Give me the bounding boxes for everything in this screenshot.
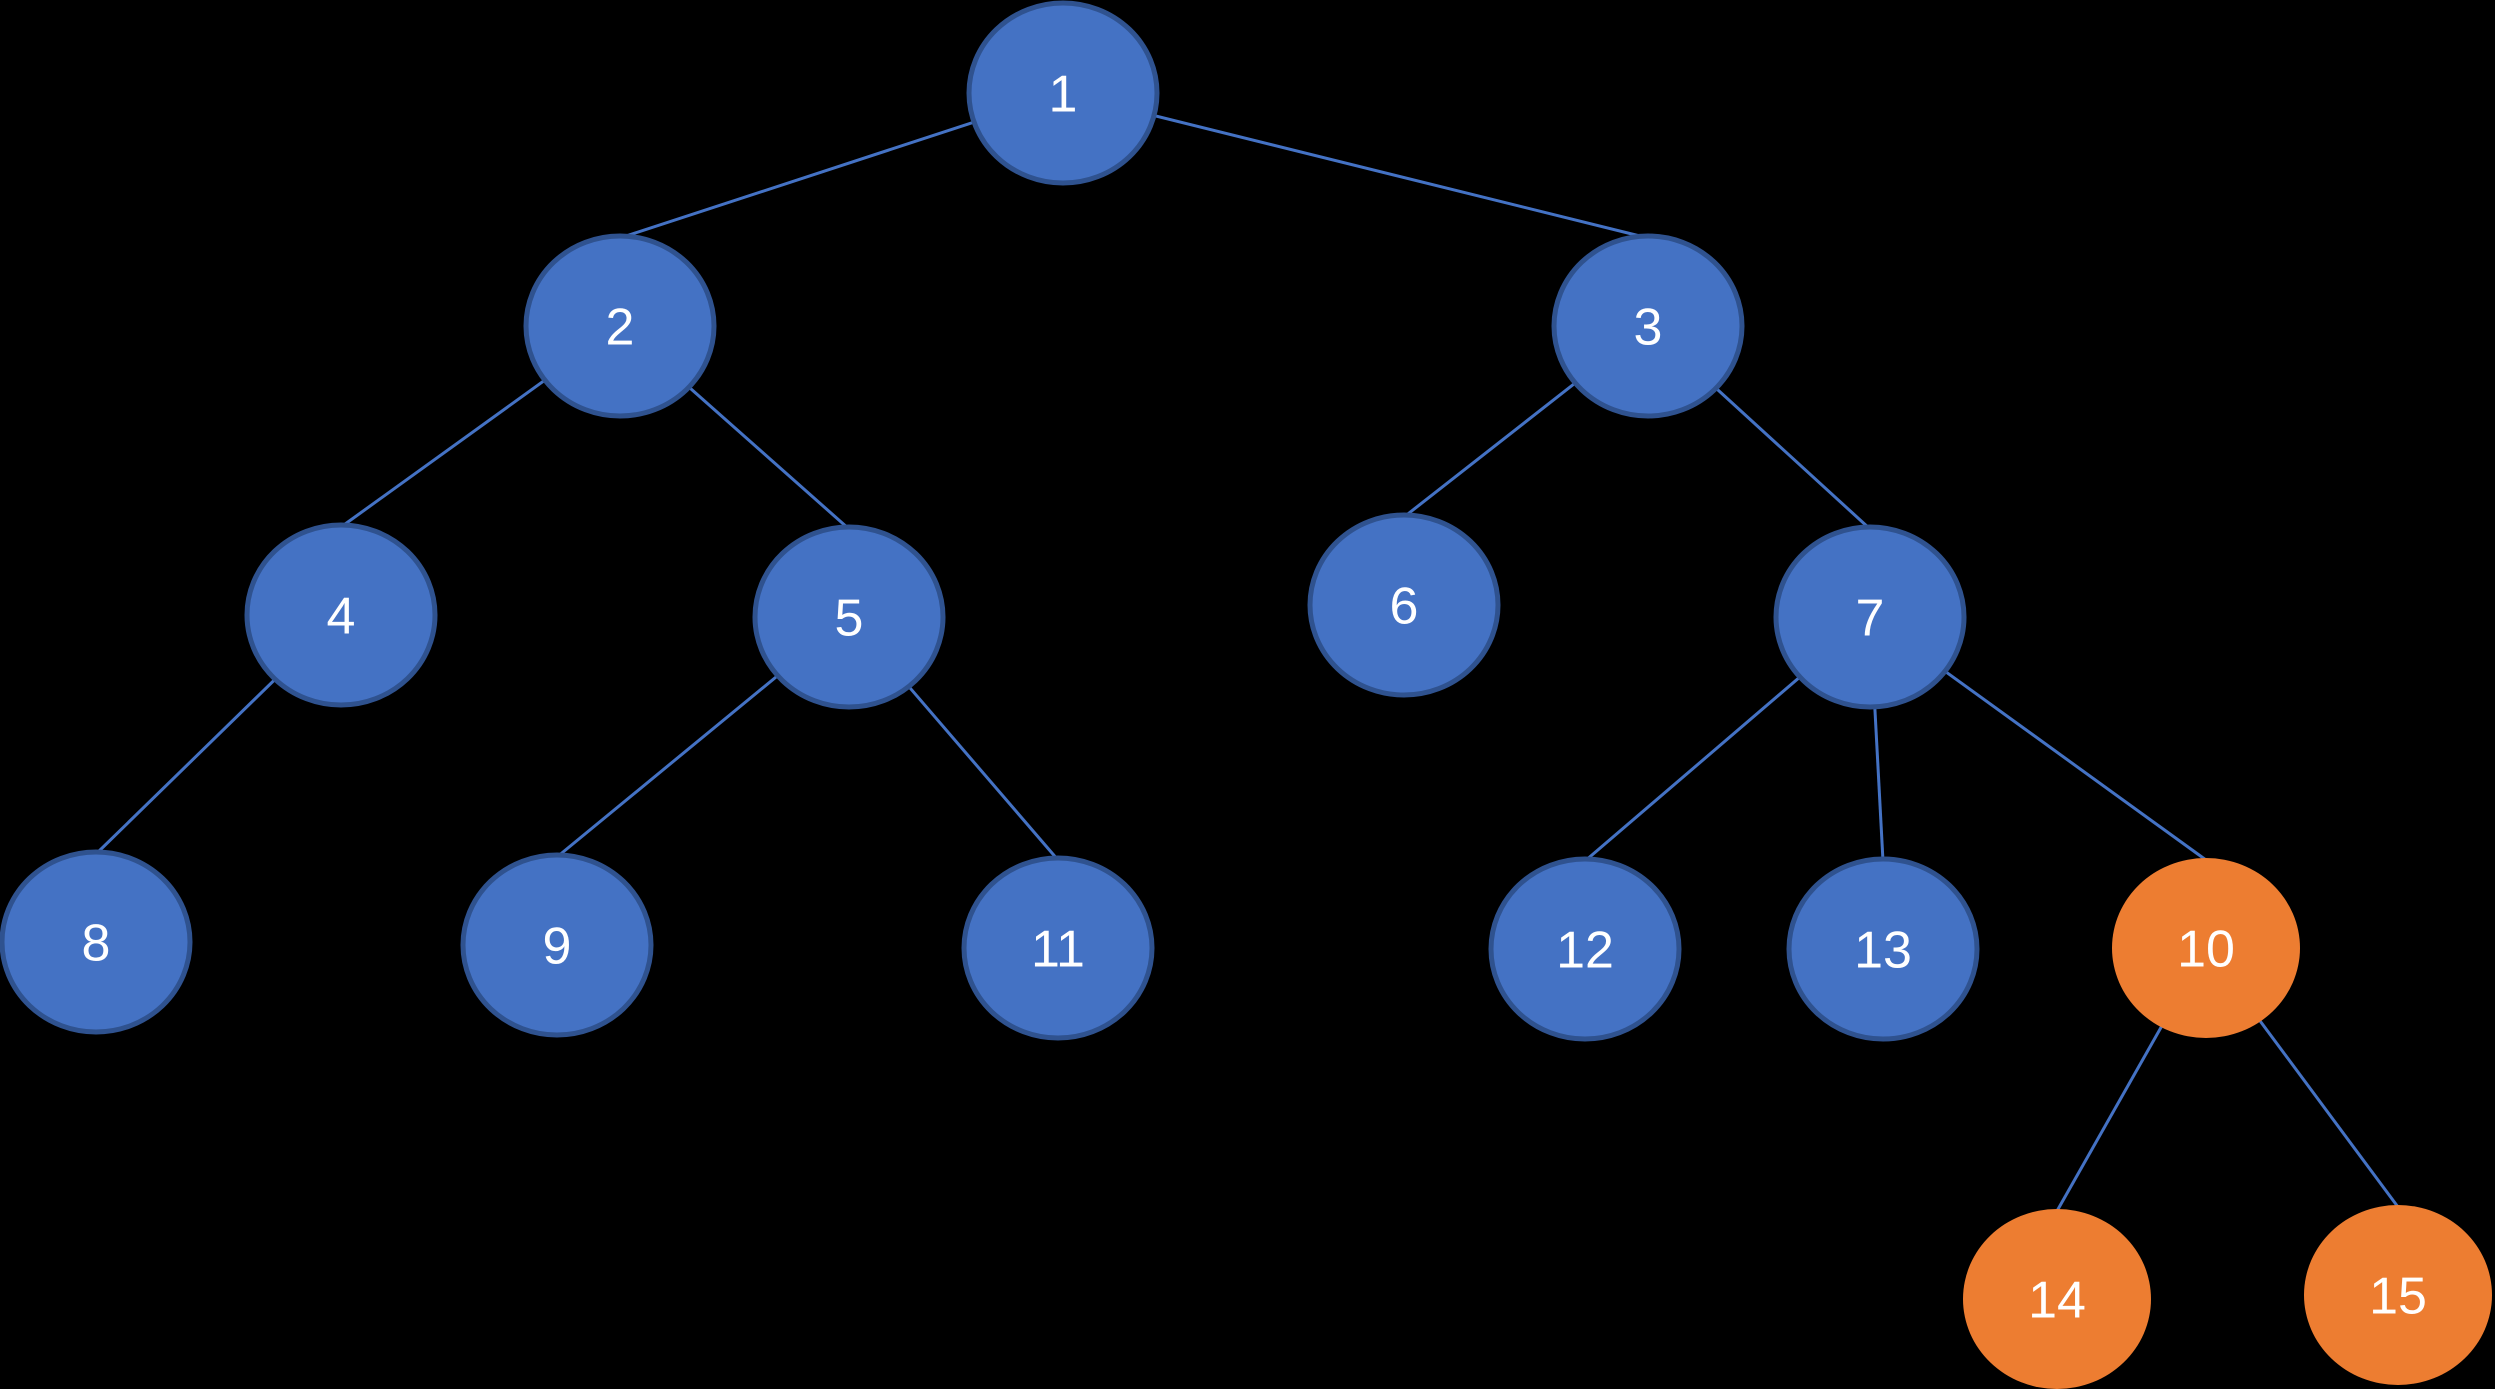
tree-node-circle-4 bbox=[244, 522, 438, 708]
tree-node-label-7: 7 bbox=[1856, 590, 1885, 648]
tree-node-circle-2 bbox=[523, 233, 717, 419]
tree-node-3: 3 bbox=[1551, 233, 1745, 419]
tree-node-2: 2 bbox=[523, 233, 717, 419]
tree-node-label-6: 6 bbox=[1390, 578, 1419, 636]
tree-node-circle-9 bbox=[460, 852, 654, 1038]
tree-node-14: 14 bbox=[1963, 1209, 2151, 1389]
tree-node-12: 12 bbox=[1488, 856, 1682, 1042]
tree-node-10: 10 bbox=[2112, 858, 2300, 1038]
tree-node-circle-10 bbox=[2112, 858, 2300, 1038]
tree-node-13: 13 bbox=[1786, 856, 1980, 1042]
tree-node-circle-6 bbox=[1307, 512, 1501, 698]
tree-node-circle-5 bbox=[752, 524, 946, 710]
tree-node-circle-8 bbox=[0, 849, 193, 1035]
tree-node-label-15: 15 bbox=[2369, 1268, 2427, 1326]
tree-node-label-14: 14 bbox=[2028, 1272, 2086, 1330]
tree-node-circle-14 bbox=[1963, 1209, 2151, 1389]
tree-node-7: 7 bbox=[1773, 524, 1967, 710]
tree-edge-1-3 bbox=[1062, 91, 1649, 240]
tree-node-label-3: 3 bbox=[1634, 299, 1663, 357]
tree-node-label-8: 8 bbox=[82, 915, 111, 973]
tree-node-label-2: 2 bbox=[606, 299, 635, 357]
tree-node-15: 15 bbox=[2304, 1205, 2492, 1385]
tree-node-label-12: 12 bbox=[1556, 922, 1614, 980]
tree-node-1: 1 bbox=[966, 0, 1160, 186]
tree-node-label-4: 4 bbox=[327, 588, 356, 646]
tree-node-label-13: 13 bbox=[1854, 922, 1912, 980]
tree-node-9: 9 bbox=[460, 852, 654, 1038]
tree-node-circle-7 bbox=[1773, 524, 1967, 710]
tree-node-circle-13 bbox=[1786, 856, 1980, 1042]
tree-node-circle-3 bbox=[1551, 233, 1745, 419]
tree-node-label-1: 1 bbox=[1049, 66, 1078, 124]
tree-edges-layer bbox=[94, 91, 2400, 1212]
tree-node-5: 5 bbox=[752, 524, 946, 710]
tree-node-label-5: 5 bbox=[835, 590, 864, 648]
tree-node-circle-15 bbox=[2304, 1205, 2492, 1385]
tree-node-circle-12 bbox=[1488, 856, 1682, 1042]
tree-node-label-11: 11 bbox=[1031, 921, 1085, 979]
tree-node-circle-1 bbox=[966, 0, 1160, 186]
tree-node-6: 6 bbox=[1307, 512, 1501, 698]
tree-node-8: 8 bbox=[0, 849, 193, 1035]
tree-node-11: 11 bbox=[961, 855, 1155, 1041]
tree-node-label-9: 9 bbox=[543, 918, 572, 976]
tree-node-circle-11 bbox=[961, 855, 1155, 1041]
tree-node-4: 4 bbox=[244, 522, 438, 708]
tree-node-label-10: 10 bbox=[2177, 921, 2235, 979]
